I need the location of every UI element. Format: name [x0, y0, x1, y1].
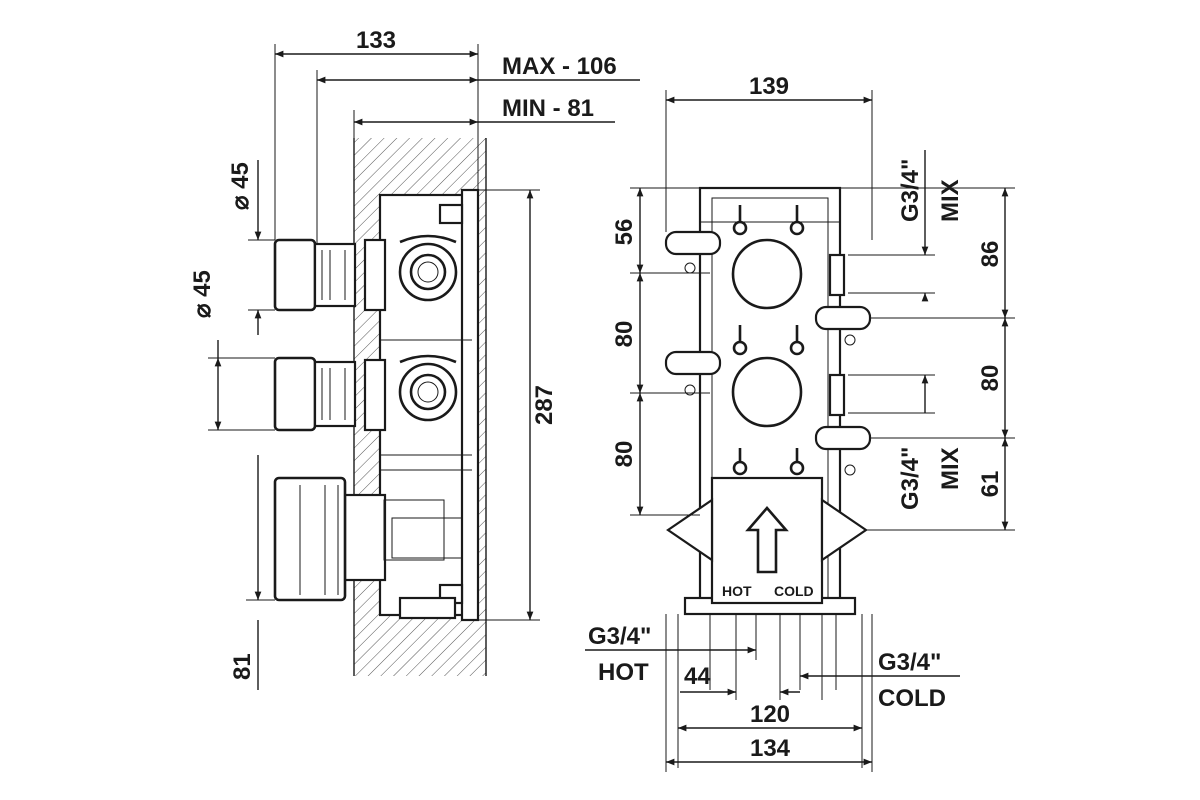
dim-diameter-top: ⌀ 45 [227, 162, 254, 210]
dim-80-a: 80 [611, 321, 638, 348]
upper-handle-side [273, 238, 357, 312]
screws [732, 205, 805, 476]
dim-min: MIN - 81 [502, 95, 594, 122]
dim-front-top-width: 139 [749, 73, 789, 100]
upper-cartridge-side [398, 234, 458, 302]
thread-mix-bottom: G3/4" [897, 447, 924, 510]
side-dimensions: 133 MAX - 106 MIN - 81 ⌀ 45 ⌀ 45 287 [189, 27, 640, 690]
dim-56: 56 [611, 219, 638, 246]
dim-134: 134 [750, 735, 791, 762]
middle-handle-side [273, 356, 357, 432]
diamond-bracket [666, 497, 714, 563]
hot-label: HOT [598, 659, 649, 686]
dim-side-bottom: 81 [229, 653, 256, 680]
front-dimensions: 139 56 80 80 G3/4" MIX G3/4" MIX 86 80 6… [585, 73, 1009, 772]
dim-80-b: 80 [611, 441, 638, 468]
dim-diameter-middle: ⌀ 45 [189, 270, 216, 318]
dim-120: 120 [750, 701, 790, 728]
dim-86: 86 [977, 241, 1004, 268]
dim-side-height: 287 [531, 385, 558, 425]
dim-side-width: 133 [356, 27, 396, 54]
label-cold-box: COLD [774, 583, 814, 599]
lower-cartridge-front [731, 356, 803, 428]
dim-max: MAX - 106 [502, 53, 617, 80]
mix-bottom: MIX [937, 447, 964, 490]
mix-top: MIX [937, 179, 964, 222]
dim-61: 61 [977, 471, 1004, 498]
label-hot-box: HOT [722, 583, 752, 599]
cold-label: COLD [878, 685, 946, 712]
thread-mix-top: G3/4" [897, 159, 924, 222]
dim-44: 44 [684, 663, 711, 690]
thread-hot: G3/4" [588, 623, 651, 650]
diverter-handle-side [273, 476, 347, 602]
lower-cartridge-side [398, 354, 458, 422]
dim-80-right: 80 [977, 365, 1004, 392]
front-view: HOT COLD 139 56 80 [585, 73, 1015, 772]
valve-body-front: HOT COLD [664, 186, 872, 616]
side-view: 133 MAX - 106 MIN - 81 ⌀ 45 ⌀ 45 287 [189, 27, 640, 690]
up-arrow-icon [745, 506, 789, 574]
upper-cartridge-front [731, 238, 803, 310]
thread-cold: G3/4" [878, 649, 941, 676]
